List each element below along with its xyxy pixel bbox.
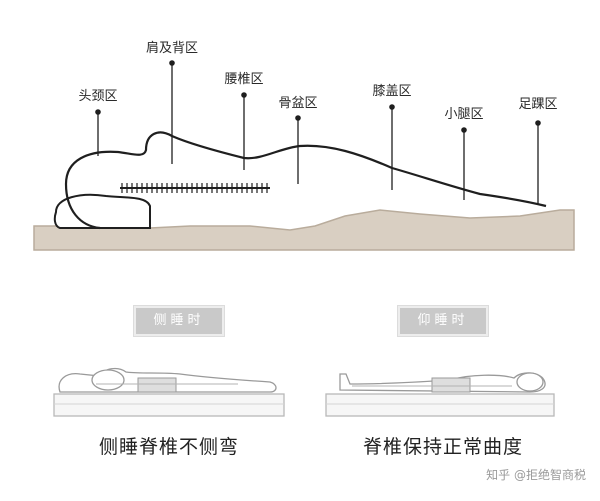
zone-pelvis: 骨盆区 — [278, 96, 318, 184]
spine-vertebrae — [121, 183, 268, 193]
body-outline — [64, 131, 547, 230]
back-sleep-caption: 脊椎保持正常曲度 — [362, 436, 523, 458]
zone-calf: 小腿区 — [444, 107, 484, 200]
watermark: 知乎 @拒绝智商税 — [486, 468, 586, 482]
side-sleep-caption: 侧睡脊椎不侧弯 — [98, 436, 239, 458]
zone-label-calf: 小腿区 — [444, 107, 483, 122]
zone-label-head-neck: 头颈区 — [78, 89, 117, 104]
zone-ankle: 足踝区 — [518, 97, 558, 204]
zone-label-lumbar: 腰椎区 — [224, 72, 263, 87]
side-sleep-figure — [53, 367, 285, 417]
zone-head-neck: 头颈区 — [78, 89, 118, 156]
zone-label-pelvis: 骨盆区 — [278, 96, 317, 111]
zone-lumbar: 腰椎区 — [224, 72, 264, 170]
back-sleep-figure — [325, 372, 555, 417]
zone-label-ankle: 足踝区 — [518, 97, 557, 112]
zone-shoulder-back: 肩及背区 — [146, 40, 198, 164]
side-sleep-tag: 侧睡时 — [134, 306, 224, 336]
mattress — [33, 209, 575, 251]
zone-label-knee: 膝盖区 — [372, 84, 411, 99]
zone-knee: 膝盖区 — [372, 84, 412, 190]
zone-label-shoulder-back: 肩及背区 — [146, 40, 198, 56]
back-sleep-tag: 仰睡时 — [398, 306, 488, 336]
pillow — [53, 193, 151, 229]
